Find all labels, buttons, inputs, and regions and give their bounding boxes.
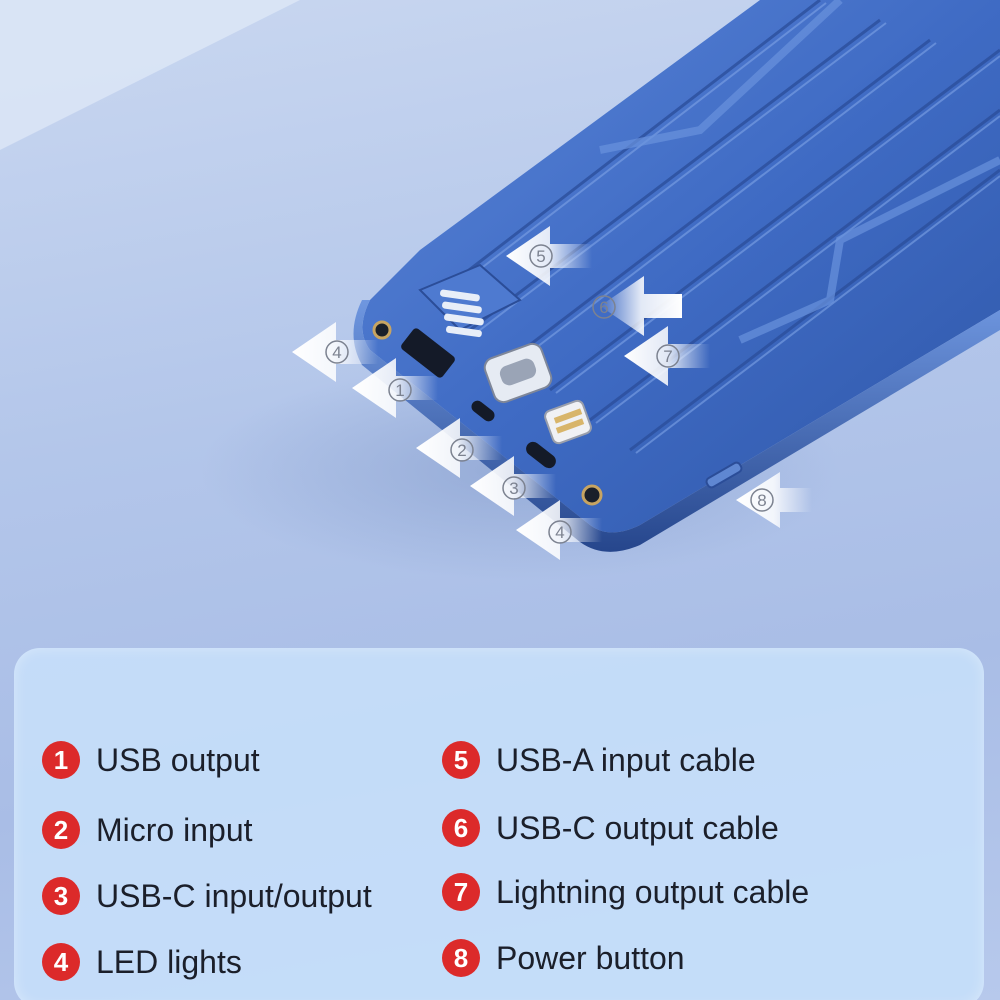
- number-badge: 4: [42, 943, 80, 981]
- light-reflection: [0, 0, 300, 150]
- callout-arrow: 4: [292, 322, 378, 382]
- lightning-cable-head: [544, 399, 592, 445]
- legend-label: Micro input: [96, 811, 253, 848]
- legend-item: 8 Power button: [442, 934, 685, 982]
- number-badge: 8: [442, 939, 480, 977]
- usb-a-cable-head: [418, 263, 522, 338]
- power-bank-photo: 4 1 2 3 4: [0, 0, 1000, 580]
- legend-label: USB output: [96, 741, 260, 778]
- micro-port: [471, 400, 495, 422]
- callout-number: 1: [395, 381, 404, 400]
- usb-c-port: [526, 441, 556, 469]
- legend-label: Lightning output cable: [496, 873, 810, 910]
- legend-item: 1 USB output: [42, 736, 260, 784]
- callout-arrow: 4: [516, 500, 602, 560]
- legend-item: 2 Micro input: [42, 806, 253, 854]
- callout-arrow: 2: [416, 418, 502, 478]
- callout-arrows: 4 1 2 3 4: [292, 226, 812, 560]
- legend-item: 6 USB-C output cable: [442, 804, 779, 852]
- callout-arrow: 7: [624, 326, 710, 386]
- number-badge: 2: [42, 811, 80, 849]
- callout-arrow: 8: [736, 472, 812, 528]
- callout-arrow: 5: [506, 226, 592, 286]
- legend-label: USB-C input/output: [96, 877, 372, 914]
- legend-label: USB-A input cable: [496, 741, 756, 778]
- number-badge: 7: [442, 873, 480, 911]
- led-light: [581, 484, 603, 506]
- usb-c-cable-head: [483, 342, 553, 404]
- callout-number: 6: [599, 298, 608, 317]
- callout-number: 5: [536, 247, 545, 266]
- callout-number: 4: [555, 523, 564, 542]
- usb-a-port: [401, 328, 455, 378]
- led-light: [372, 320, 392, 340]
- legend-item: 5 USB-A input cable: [442, 736, 756, 784]
- legend-item: 4 LED lights: [42, 938, 242, 986]
- power-button: [705, 461, 743, 489]
- callout-arrow: 3: [470, 456, 556, 516]
- callout-arrow: 1: [352, 358, 438, 418]
- callout-number: 7: [663, 347, 672, 366]
- number-badge: 6: [442, 809, 480, 847]
- legend-label: Power button: [496, 939, 685, 976]
- number-badge: 5: [442, 741, 480, 779]
- number-badge: 3: [42, 877, 80, 915]
- legend-item: 7 Lightning output cable: [442, 868, 809, 916]
- legend-item: 3 USB-C input/output: [42, 872, 372, 920]
- legend-label: USB-C output cable: [496, 809, 779, 846]
- callout-arrow: 6: [592, 276, 682, 336]
- number-badge: 1: [42, 741, 80, 779]
- callout-number: 2: [457, 441, 466, 460]
- callout-number: 8: [757, 491, 766, 510]
- callout-number: 4: [332, 343, 341, 362]
- callout-number: 3: [509, 479, 518, 498]
- legend-panel: 1 USB output 2 Micro input 3 USB-C input…: [14, 648, 984, 1000]
- legend-label: LED lights: [96, 943, 242, 980]
